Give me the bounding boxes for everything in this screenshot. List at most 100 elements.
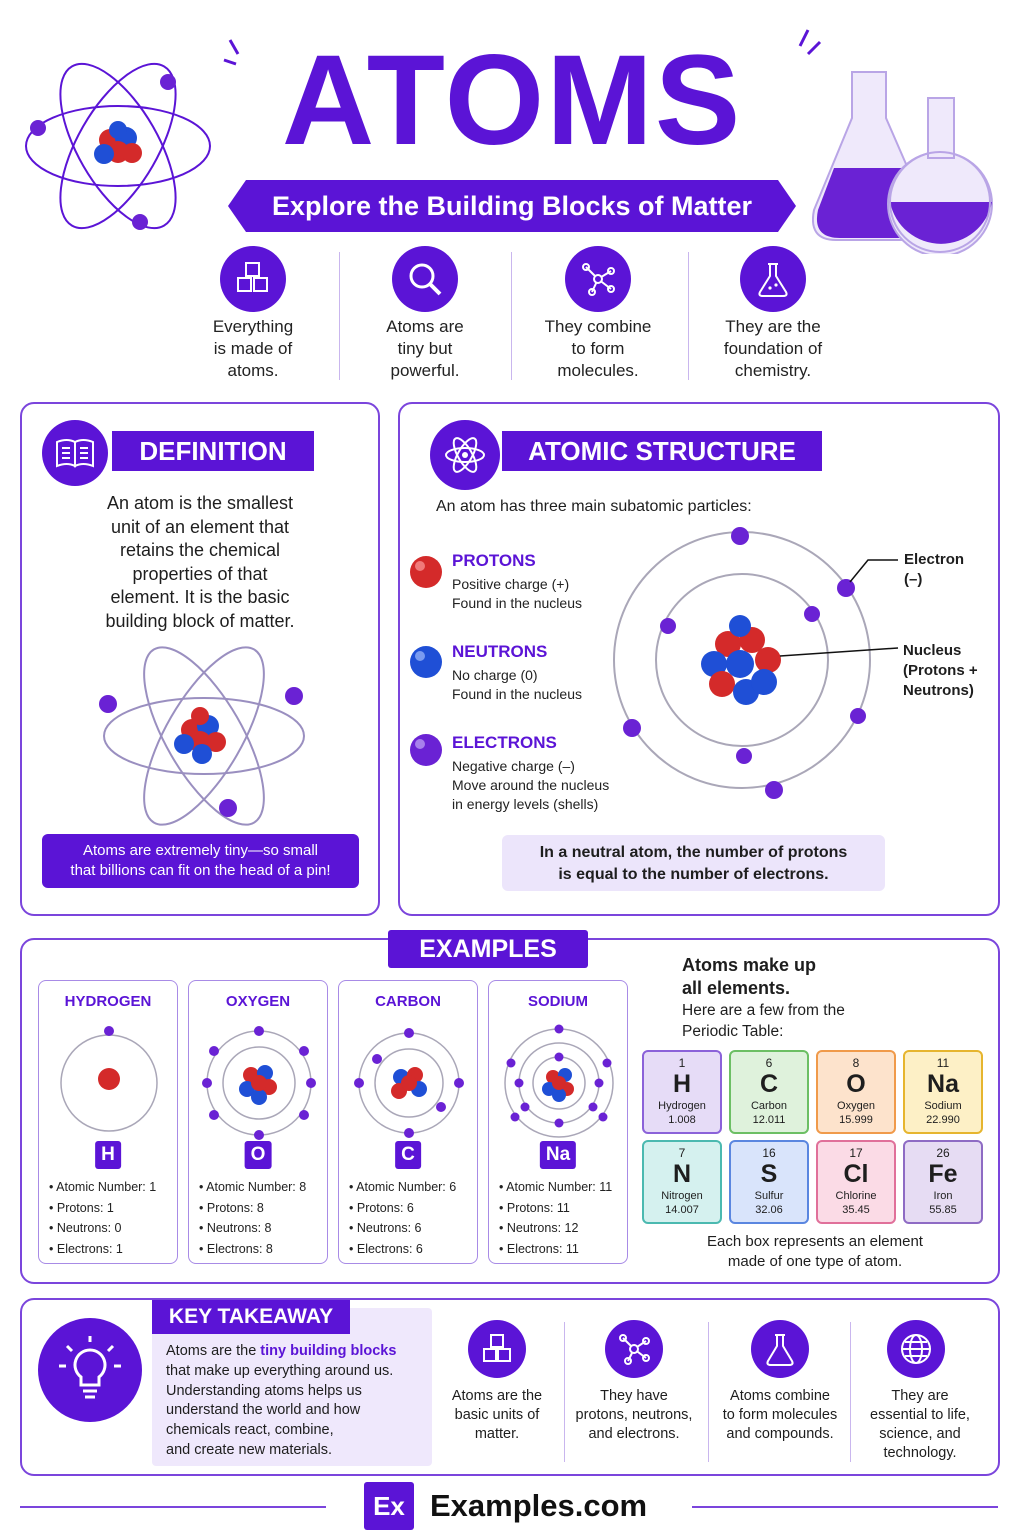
structure-heading: ATOMIC STRUCTURE <box>502 431 822 471</box>
element-symbol: O <box>846 1070 866 1098</box>
element-number: 1 <box>678 1056 686 1070</box>
takeaway-text: Atoms are the tiny building blocks that … <box>166 1343 397 1458</box>
definition-text: An atom is the smallest unit of an eleme… <box>105 493 295 631</box>
fact-cubes-icon <box>220 246 286 312</box>
particle-protons: PROTONS Positive charge (+) Found in the… <box>452 551 582 611</box>
oxygen-atom-diagram <box>202 1026 316 1140</box>
subtitle: Explore the Building Blocks of Matter <box>271 191 753 221</box>
element-mass: 22.990 <box>926 1114 960 1126</box>
atom-icon <box>430 420 500 490</box>
takeaway-cubes-icon <box>468 1320 526 1378</box>
element-symbol: H <box>672 1070 692 1098</box>
example-details: Atomic Number: 11Protons: 11 Neutrons: 1… <box>499 1177 612 1259</box>
element-number: 6 <box>765 1056 773 1070</box>
flasks-illustration <box>812 71 993 254</box>
definition-heading: DEFINITION <box>112 431 314 471</box>
element-mass: 55.85 <box>929 1204 957 1216</box>
element-mass: 12.011 <box>752 1114 786 1126</box>
element-symbol: S <box>760 1160 778 1188</box>
sodium-atom-diagram <box>504 1024 614 1138</box>
fact-divider <box>511 252 512 380</box>
example-symbol: Na <box>539 1141 577 1169</box>
electron-label: Electron(–) <box>904 551 965 588</box>
takeaway-divider <box>850 1322 851 1462</box>
particle-neutrons: NEUTRONS No charge (0) Found in the nucl… <box>452 642 582 702</box>
footer-site-link[interactable]: Examples.com <box>430 1488 648 1523</box>
fact-divider <box>339 252 340 380</box>
element-mass: 15.999 <box>839 1114 873 1126</box>
element-mass: 14.007 <box>665 1204 699 1216</box>
carbon-atom-diagram <box>354 1028 464 1138</box>
spark-right-icon <box>798 29 822 56</box>
takeaway-molecule-icon <box>605 1320 663 1378</box>
spark-left-icon <box>223 39 240 66</box>
element-number: 11 <box>936 1056 950 1070</box>
examples-heading: EXAMPLES <box>388 930 588 968</box>
definition-note: Atoms are extremely tiny—so small that b… <box>42 834 359 888</box>
footer-logo[interactable]: Ex <box>364 1482 414 1530</box>
element-name: Sulfur <box>754 1190 784 1202</box>
example-card-hydrogen: HYDROGEN H Atomic Number: 1Protons: 1 Ne… <box>38 980 178 1264</box>
example-symbol: O <box>244 1141 272 1169</box>
example-details: Atomic Number: 1Protons: 1 Neutrons: 0El… <box>49 1177 156 1259</box>
fact-flask-icon <box>740 246 806 312</box>
element-name: Hydrogen <box>658 1100 706 1112</box>
fact-molecule-icon <box>565 246 631 312</box>
element-name: Nitrogen <box>661 1190 703 1202</box>
element-number: 7 <box>678 1146 686 1160</box>
page-title: ATOMS <box>281 29 743 172</box>
element-symbol: Na <box>927 1070 959 1098</box>
proton-ball-icon <box>410 556 442 588</box>
element-name: Chlorine <box>835 1190 877 1202</box>
takeaway-flask-icon <box>751 1320 809 1378</box>
example-name: CARBON <box>375 993 441 1010</box>
book-icon <box>42 420 108 486</box>
element-number: 26 <box>936 1146 950 1160</box>
takeaway-divider <box>708 1322 709 1462</box>
element-mass: 32.06 <box>755 1204 783 1216</box>
example-details: Atomic Number: 6Protons: 6 Neutrons: 6El… <box>349 1177 456 1259</box>
header-atom-illustration <box>25 62 211 230</box>
example-details: Atomic Number: 8Protons: 8 Neutrons: 8El… <box>199 1177 306 1259</box>
neutron-ball-icon <box>410 646 442 678</box>
fact-divider <box>688 252 689 380</box>
takeaway-divider <box>564 1322 565 1462</box>
structure-intro: An atom has three main subatomic particl… <box>436 498 752 515</box>
example-name: OXYGEN <box>225 993 291 1010</box>
element-symbol: C <box>759 1070 779 1098</box>
subtitle-ribbon <box>228 180 796 232</box>
element-number: 16 <box>762 1146 776 1160</box>
element-mass: 35.45 <box>842 1204 870 1216</box>
footer-rule-left <box>20 1506 326 1508</box>
element-number: 8 <box>852 1056 860 1070</box>
element-name: Oxygen <box>837 1100 875 1112</box>
example-symbol: C <box>395 1141 421 1169</box>
example-name: HYDROGEN <box>64 993 152 1010</box>
fact-magnifier-icon <box>392 246 458 312</box>
definition-atom-illustration <box>99 646 305 826</box>
footer-rule-right <box>692 1506 998 1508</box>
takeaway-text-box <box>152 1308 432 1466</box>
hydrogen-atom-diagram <box>60 1026 158 1132</box>
element-name: Sodium <box>924 1100 962 1112</box>
element-number: 17 <box>849 1146 863 1160</box>
lightbulb-icon <box>38 1318 142 1422</box>
takeaway-heading: KEY TAKEAWAY <box>152 1300 350 1334</box>
example-card-oxygen: OXYGEN O Atomic Number: 8Protons: 8 Neut… <box>188 980 328 1264</box>
nucleus-label: Nucleus(Protons +Neutrons) <box>903 642 978 699</box>
